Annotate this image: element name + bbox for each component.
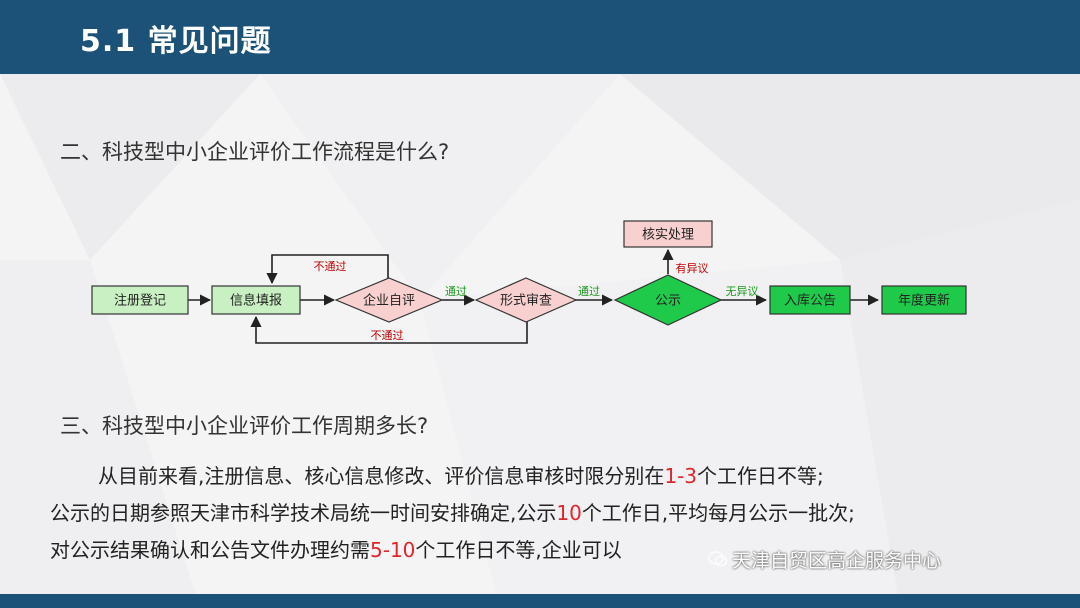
answer-line-2: 公示的日期参照天津市科学技术局统一时间安排确定,公示10个工作日,平均每月公示一… xyxy=(50,501,855,525)
node-verify-label: 核实处理 xyxy=(642,228,694,243)
page-title: 5.1 常见问题 xyxy=(80,24,272,59)
node-annual-update-box xyxy=(881,285,967,315)
node-annual-update-label: 年度更新 xyxy=(898,293,950,309)
workflow-flowchart: 不通过 通过 不通过 通过 有异议 无异议 注册登记 信息填报 企业自评 形式审… xyxy=(91,220,967,344)
watermark-text: 天津自贸区高企服务中心 xyxy=(732,550,942,572)
label-pass-review: 通过 xyxy=(578,285,600,298)
question-workflow-heading: 二、科技型中小企业评价工作流程是什么? xyxy=(60,140,450,164)
header-bar: 5.1 常见问题 xyxy=(0,0,1080,74)
label-fail-review: 不通过 xyxy=(371,329,404,342)
node-self-eval-diamond xyxy=(334,277,444,323)
answer-line-3: 对公示结果确认和公告文件办理约需5-10个工作日不等,企业可以 xyxy=(50,538,622,562)
edge-self-fail-loop xyxy=(266,254,389,285)
wechat-icon xyxy=(708,550,728,572)
cycle-answer-text: 从目前来看,注册信息、核心信息修改、评价信息审核时限分别在1-3个工作日不等; … xyxy=(50,458,1050,569)
node-formal-review-label: 形式审查 xyxy=(500,294,552,309)
node-formal-review-diamond xyxy=(474,277,578,323)
question-cycle-heading: 三、科技型中小企业评价工作周期多长? xyxy=(60,414,429,438)
label-objection: 有异议 xyxy=(676,261,709,275)
node-publicity-label: 公示 xyxy=(655,294,681,309)
node-verify-box xyxy=(623,220,713,248)
node-announce-label: 入库公告 xyxy=(784,293,836,309)
edge-review-fail-loop xyxy=(250,315,528,344)
label-fail-self: 不通过 xyxy=(314,260,347,273)
node-announce-box xyxy=(769,285,851,315)
node-fill-info-box xyxy=(211,285,301,315)
footer-bar xyxy=(0,594,1080,608)
node-register-label: 注册登记 xyxy=(114,294,166,309)
node-publicity-diamond xyxy=(613,274,723,326)
label-no-objection: 无异议 xyxy=(726,285,759,298)
node-fill-info-label: 信息填报 xyxy=(230,293,282,309)
label-pass-self: 通过 xyxy=(445,285,467,298)
answer-line-1: 从目前来看,注册信息、核心信息修改、评价信息审核时限分别在1-3个工作日不等; xyxy=(98,464,824,488)
node-register-box xyxy=(91,285,189,315)
watermark: 天津自贸区高企服务中心 xyxy=(708,546,941,573)
node-self-eval-label: 企业自评 xyxy=(363,293,415,309)
